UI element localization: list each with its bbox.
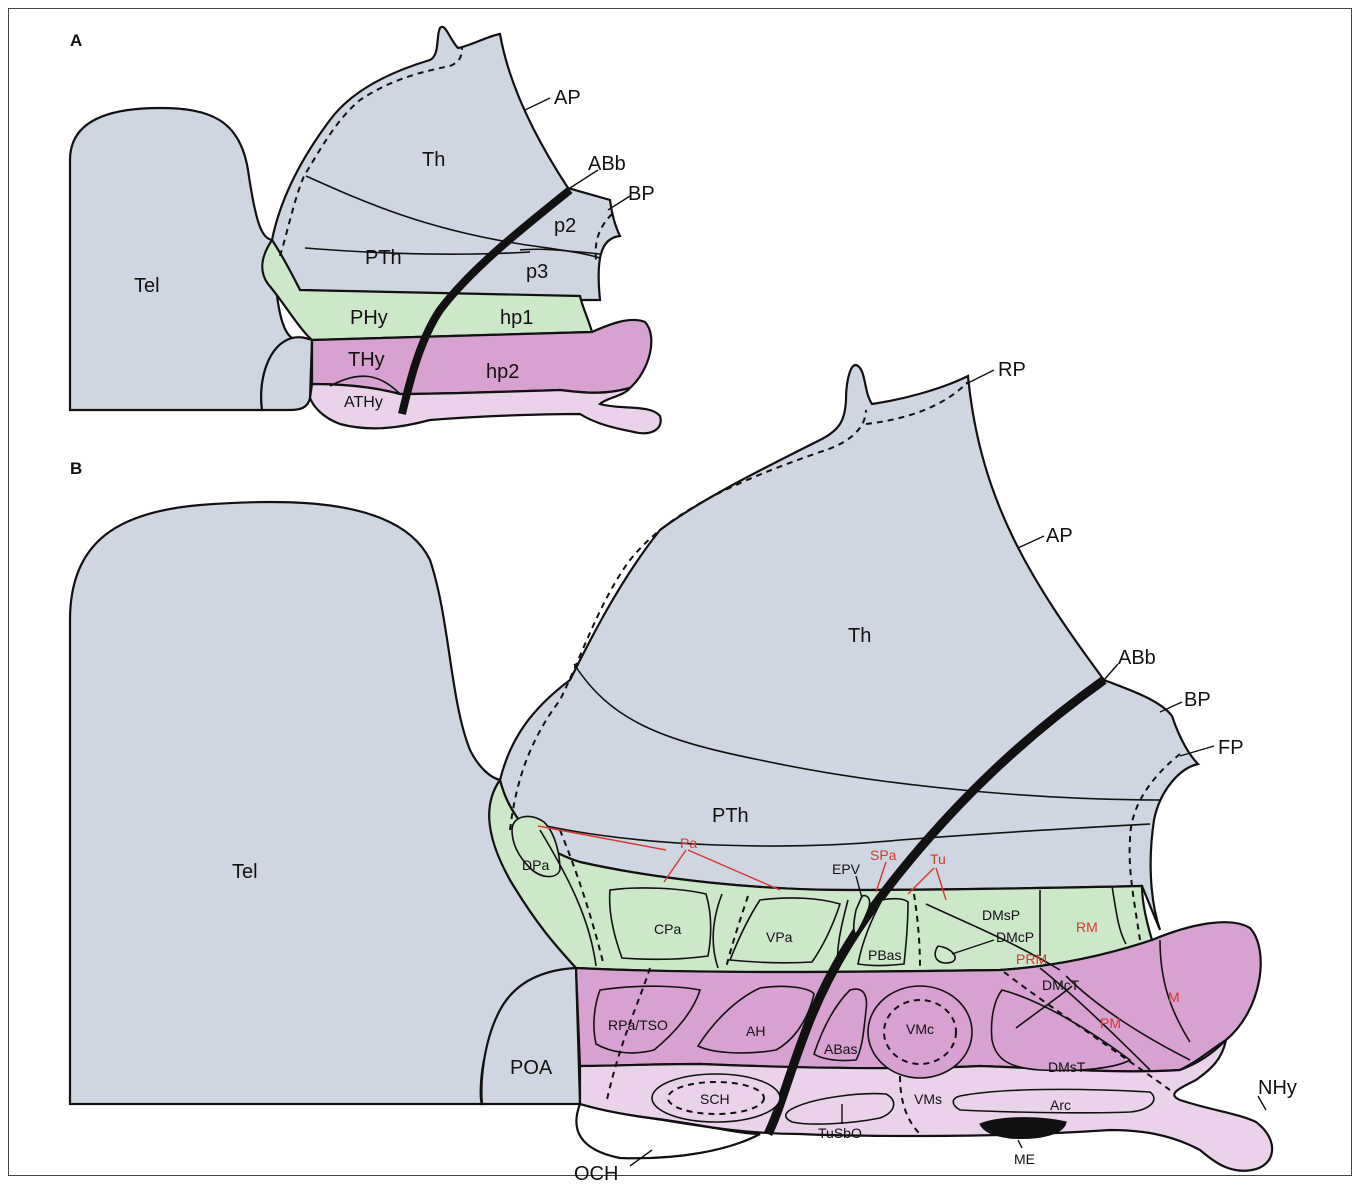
b-label-vpa: VPa xyxy=(766,929,793,945)
a-label-pth: PTh xyxy=(365,247,402,269)
b-label-dmct: DMcT xyxy=(1042,977,1080,993)
b-label-th: Th xyxy=(848,625,871,647)
b-label-dmsp: DMsP xyxy=(982,907,1020,923)
b-label-dmcp: DMcP xyxy=(996,929,1034,945)
panel-b: B Tel Th PTh POA OCH NHy RP AP ABb BP FP… xyxy=(70,359,1297,1185)
b-label-arc: Arc xyxy=(1050,1097,1071,1113)
b-label-dpa: DPa xyxy=(522,857,549,873)
b-label-poa: POA xyxy=(510,1057,553,1079)
panel-a: A Tel Th PTh p2 p3 PHy hp1 THy hp2 ATHy … xyxy=(70,27,661,433)
a-label-p2: p2 xyxy=(554,215,576,237)
a-label-ap: AP xyxy=(554,87,581,109)
b-label-tusbo: TuSbO xyxy=(818,1125,862,1141)
a-label-hp1: hp1 xyxy=(500,307,533,329)
a-label-abb: ABb xyxy=(588,153,626,175)
b-label-ap: AP xyxy=(1046,525,1073,547)
b-label-sch: SCH xyxy=(700,1091,730,1107)
b-label-me: ME xyxy=(1014,1151,1035,1167)
panel-b-letter: B xyxy=(70,459,82,478)
b-label-tu: Tu xyxy=(930,851,946,867)
b-label-spa: SPa xyxy=(870,847,897,863)
b-label-prm: PRM xyxy=(1016,951,1047,967)
b-label-rm: RM xyxy=(1076,919,1098,935)
a-label-athy: ATHy xyxy=(344,394,383,411)
b-label-dmst: DMsT xyxy=(1048,1059,1086,1075)
a-diencephalon-region xyxy=(272,27,620,300)
b-label-pbas: PBas xyxy=(868,947,901,963)
b-rp-leader xyxy=(966,370,994,384)
b-label-bp: BP xyxy=(1184,689,1211,711)
a-ap-leader xyxy=(525,98,550,110)
a-tel-region xyxy=(70,108,292,410)
b-label-tel: Tel xyxy=(232,861,258,883)
b-label-m: M xyxy=(1168,989,1180,1005)
a-label-tel: Tel xyxy=(134,275,160,297)
b-label-pth: PTh xyxy=(712,805,749,827)
b-label-epv: EPV xyxy=(832,861,861,877)
panel-a-letter: A xyxy=(70,31,82,50)
b-label-och: OCH xyxy=(574,1163,618,1185)
b-ap-leader xyxy=(1018,536,1044,548)
b-abb-leader xyxy=(1104,664,1118,680)
b-diencephalon-region xyxy=(500,365,1198,930)
b-label-rp: RP xyxy=(998,359,1026,381)
b-label-nhy: NHy xyxy=(1258,1077,1297,1099)
b-label-vms: VMs xyxy=(914,1091,942,1107)
a-label-p3: p3 xyxy=(526,261,548,283)
b-me-leader xyxy=(1018,1140,1022,1148)
a-label-hp2: hp2 xyxy=(486,361,519,383)
b-label-vmc: VMc xyxy=(906,1021,934,1037)
b-label-abas: ABas xyxy=(824,1041,857,1057)
b-label-rpa-tso: RPa/TSO xyxy=(608,1017,668,1033)
b-label-abb: ABb xyxy=(1118,647,1156,669)
a-label-phy: PHy xyxy=(350,307,388,329)
b-label-ah: AH xyxy=(746,1023,765,1039)
b-label-pa: Pa xyxy=(680,835,697,851)
a-label-th: Th xyxy=(422,149,445,171)
a-label-thy: THy xyxy=(348,349,385,371)
b-label-cpa: CPa xyxy=(654,921,681,937)
a-label-bp: BP xyxy=(628,183,655,205)
b-label-fp: FP xyxy=(1218,737,1244,759)
b-label-pm: PM xyxy=(1100,1015,1121,1031)
